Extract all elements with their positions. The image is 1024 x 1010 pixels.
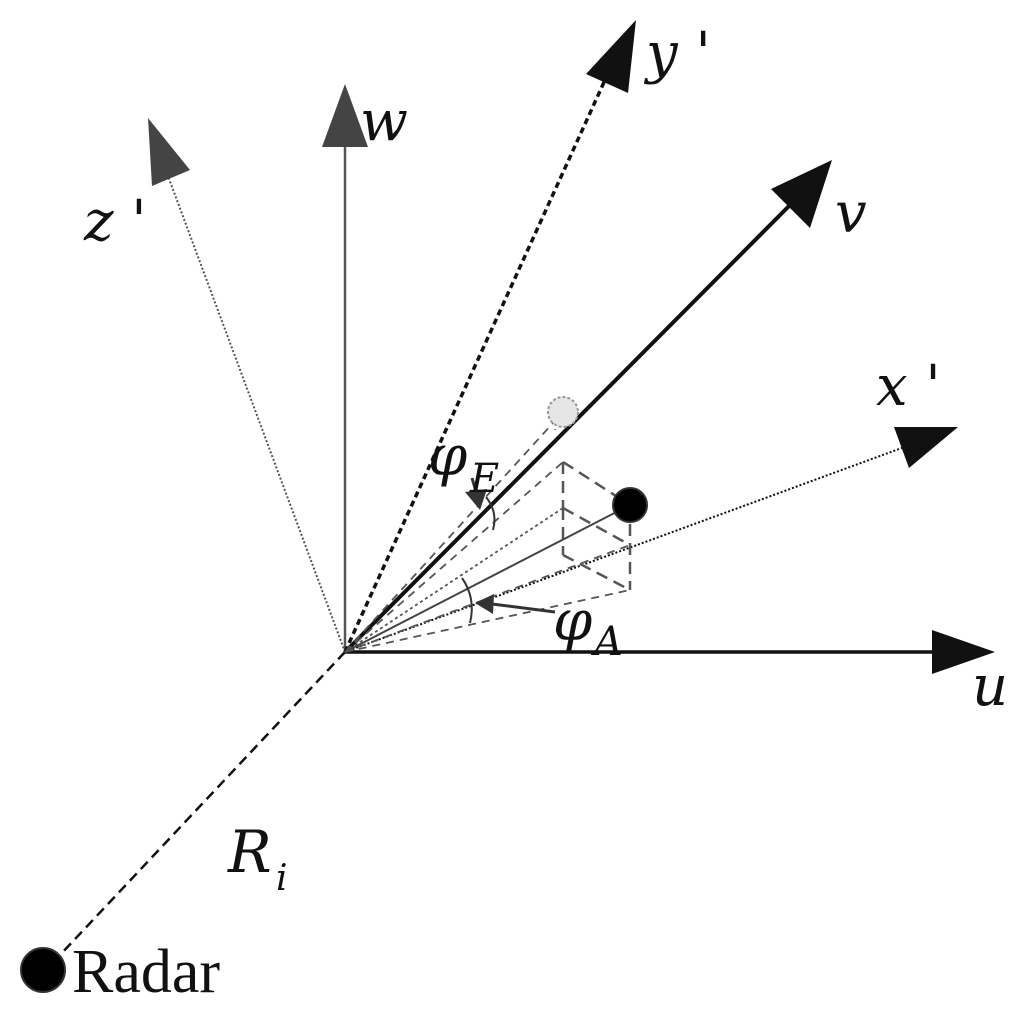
z-prime-axis: [164, 167, 346, 653]
radar-label: Radar: [72, 938, 220, 1006]
elevation-pointer-head: [465, 489, 487, 510]
v-arrowhead: [771, 160, 832, 228]
range-subscript: i: [276, 858, 288, 899]
azimuth-angle-subscript: A: [590, 619, 623, 665]
projection-fan: [344, 411, 631, 653]
radar-range-line: [59, 651, 346, 956]
elevation-angle-symbol: φ: [428, 424, 467, 489]
range-symbol: R: [227, 818, 272, 886]
y-prime-axis-label: y ': [643, 21, 711, 86]
azimuth-pointer: [491, 602, 556, 614]
azimuth-angle-arc: [461, 577, 473, 624]
azimuth-pointer-head: [475, 594, 494, 614]
projection-point: [547, 396, 579, 428]
v-axis-label: v: [835, 181, 867, 246]
u-axis-label: u: [972, 654, 1008, 719]
radar-point: [20, 947, 66, 993]
w-arrowhead: [322, 84, 368, 147]
elevation-angle-subscript: E: [469, 456, 499, 502]
target-point: [612, 487, 648, 523]
elevation-angle-arc: [485, 496, 496, 531]
u-arrowhead: [932, 630, 995, 674]
z-prime-arrowhead: [148, 118, 190, 186]
z-prime-axis-label: z ': [83, 189, 147, 254]
azimuth-angle-symbol: φ: [553, 589, 592, 654]
y-prime-arrowhead: [586, 20, 636, 93]
w-axis-label: w: [360, 89, 408, 154]
x-prime-arrowhead: [894, 427, 958, 468]
y-prime-axis: [343, 79, 607, 653]
x-prime-axis-label: x ': [876, 354, 941, 419]
